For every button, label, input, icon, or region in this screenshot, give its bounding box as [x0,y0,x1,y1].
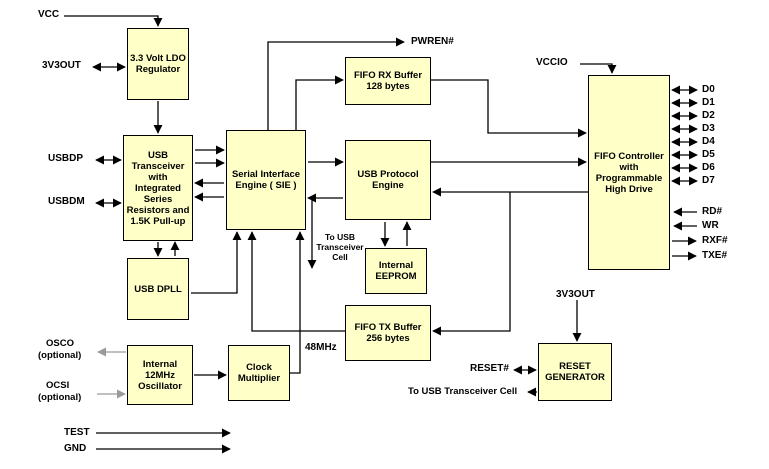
line-48mhz-to-sie [290,231,305,374]
line-txbuffer-to-sie [247,231,345,332]
pin-label-d3: D3 [702,123,715,134]
pin-label-d6: D6 [702,162,715,173]
pin-label-d2: D2 [702,110,715,121]
pin-label-osco: OSCO [46,338,74,349]
pin-label-vccio: VCCIO [536,57,568,68]
pin-label-3v3out: 3V3OUT [42,60,81,71]
pin-label-txe: TXE# [702,250,728,261]
line-controller-to-txbuffer [432,192,511,336]
block-fifo-tx-buffer: FIFO TX Buffer 256 bytes [345,305,431,361]
pin-label-gnd: GND [64,443,87,454]
line-dpll-to-sie [191,231,242,294]
pin-label-d4: D4 [702,136,715,147]
pin-label-d1: D1 [702,97,715,108]
block-fifo-rx-buffer: FIFO RX Buffer 128 bytes [345,57,431,105]
label-to-usb-transceiver-cell-bottom: To USB Transceiver Cell [408,386,518,397]
pin-label-usbdp: USBDP [48,153,84,164]
pin-label-test: TEST [64,427,90,438]
block-clock-multiplier: Clock Multiplier [228,345,290,401]
block-sie: Serial Interface Engine ( SIE ) [226,130,306,230]
line-vccio [580,63,617,74]
label-to-usb-transceiver-cell-mid: To USB Transceiver Cell [316,232,364,262]
pin-label-pwren: PWREN# [411,36,454,47]
block-internal-eeprom: Internal EEPROM [365,248,427,294]
block-reset-generator: RESET GENERATOR [538,343,612,401]
line-sie-to-rxbuffer [295,75,344,130]
block-usb-transceiver: USB Transceiver with Integrated Series R… [123,135,193,241]
pin-label-osco-note: (optional) [38,350,82,361]
pin-label-rxf: RXF# [702,235,728,246]
pin-label-d0: D0 [702,84,715,95]
pin-label-rd: RD# [702,206,723,217]
block-ldo-regulator: 3.3 Volt LDO Regulator [127,28,189,100]
pin-label-ocsi: OCSI [46,380,70,391]
pin-label-ocsi-note: (optional) [38,392,82,403]
block-usb-protocol-engine: USB Protocol Engine [345,140,431,220]
pin-label-wr: WR [702,220,719,231]
line-rxbuffer-to-controller [431,79,587,138]
pin-label-d7: D7 [702,175,715,186]
pin-label-3v3out-bottom: 3V3OUT [556,289,595,300]
pin-label-usbdm: USBDM [48,196,85,207]
pin-label-48mhz: 48MHz [305,342,337,353]
pin-label-vcc: VCC [38,9,60,20]
line-pwren [267,37,405,130]
pin-label-reset: RESET# [470,363,509,374]
line-vcc-to-ldo [64,15,163,27]
block-oscillator: Internal 12MHz Oscillator [127,345,193,405]
pin-label-d5: D5 [702,149,715,160]
block-usb-dpll: USB DPLL [127,258,189,320]
block-fifo-controller: FIFO Controller with Programmable High D… [588,75,670,270]
